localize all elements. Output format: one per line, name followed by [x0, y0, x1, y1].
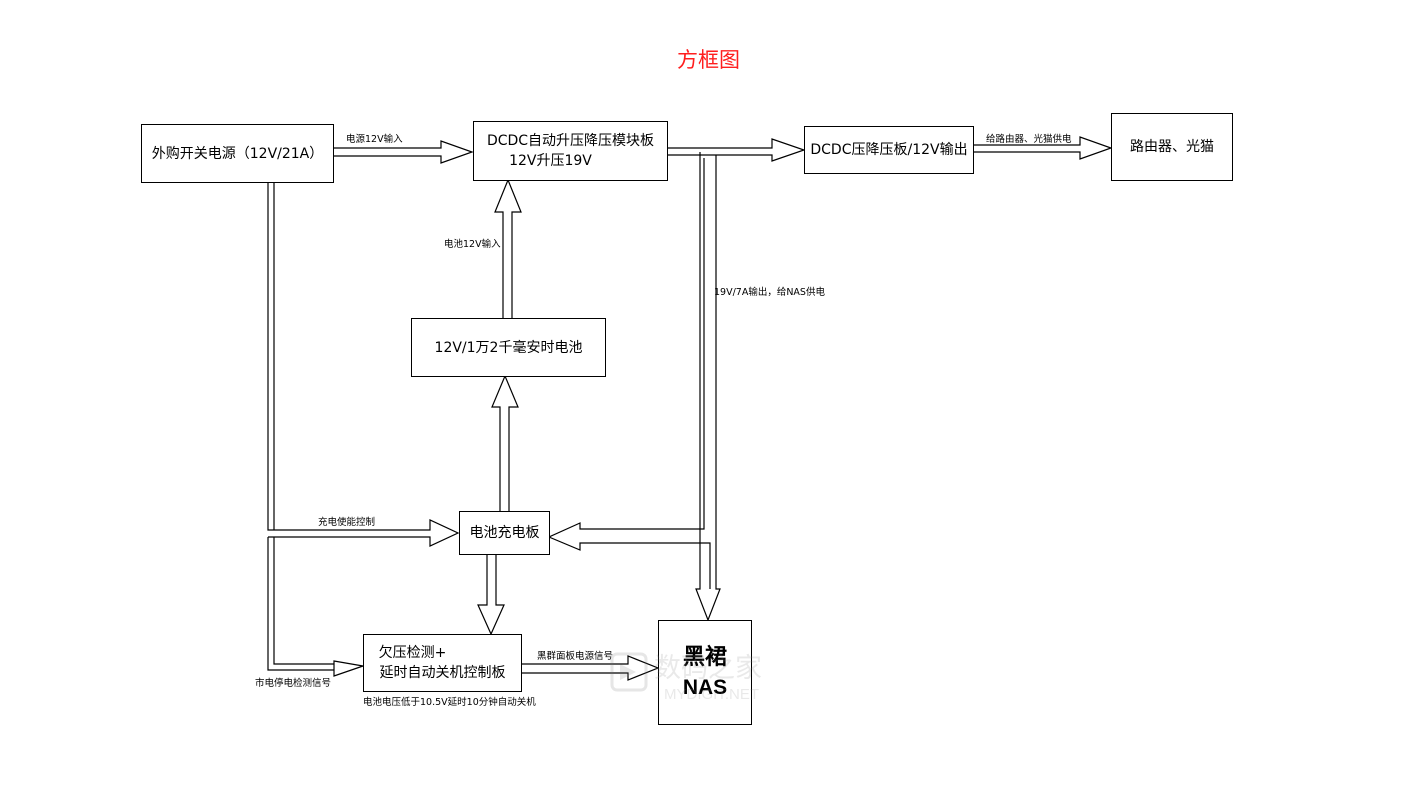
- undervolt-line1: 欠压检测+: [378, 645, 447, 661]
- diagram-title: 方框图: [677, 48, 740, 72]
- dcdc-buck-label: DCDC压降压板/12V输出: [810, 142, 968, 158]
- dcdc-boost-box: DCDC自动升压降压模块板 12V升压19V: [473, 121, 668, 181]
- arrow-charger-to-undervolt: [477, 555, 505, 636]
- watermark: 数码之家 MYDIGIT.NET: [610, 646, 762, 703]
- label-battery-to-dcdc: 电池12V输入: [444, 239, 501, 250]
- undervolt-line2: 延时自动关机控制板: [379, 665, 506, 681]
- line-psu-feed: [267, 182, 460, 547]
- label-dcdc-to-nas: 19V/7A输出，给NAS供电: [714, 287, 825, 298]
- watermark-logo-icon: [610, 652, 648, 692]
- arrow-dcdc-to-buck: [667, 138, 806, 162]
- dcdc-boost-line1: DCDC自动升压降压模块板: [486, 133, 655, 149]
- label-mains-detect: 市电停电检测信号: [255, 678, 332, 689]
- battery-label: 12V/1万2千毫安时电池: [434, 339, 583, 356]
- router-label: 路由器、光猫: [1130, 139, 1214, 155]
- label-shutdown-note: 电池电压低于10.5V延时10分钟自动关机: [363, 697, 536, 708]
- battery-box: 12V/1万2千毫安时电池: [411, 318, 606, 377]
- charger-box: 电池充电板: [459, 511, 550, 555]
- nas-line2: NAS: [682, 675, 728, 699]
- nas-box: 黑裙 NAS: [658, 620, 752, 725]
- arrow-dcdc-to-nas: [695, 152, 721, 622]
- charger-label: 电池充电板: [469, 525, 540, 541]
- arrow-psu-to-dcdc: [333, 140, 474, 164]
- watermark-en: MYDIGIT.NET: [664, 686, 760, 703]
- psu-label: 外购开关电源（12V/21A）: [151, 145, 324, 162]
- label-charge-enable: 充电使能控制: [318, 517, 376, 528]
- label-buck-to-router: 给路由器、光猫供电: [986, 134, 1072, 145]
- dcdc-buck-box: DCDC压降压板/12V输出: [804, 126, 974, 174]
- label-nas-power-signal: 黑群面板电源信号: [537, 651, 614, 662]
- router-box: 路由器、光猫: [1111, 113, 1233, 181]
- nas-line1: 黑裙: [682, 644, 727, 670]
- psu-box: 外购开关电源（12V/21A）: [141, 124, 334, 183]
- dcdc-boost-line2: 12V升压19V: [509, 153, 592, 169]
- arrow-charger-to-battery: [491, 374, 519, 511]
- label-psu-to-dcdc: 电源12V输入: [346, 134, 403, 145]
- undervolt-box: 欠压检测+ 延时自动关机控制板: [363, 634, 522, 692]
- arrow-mains-detect: [267, 537, 364, 677]
- watermark-cn: 数码之家: [654, 653, 762, 684]
